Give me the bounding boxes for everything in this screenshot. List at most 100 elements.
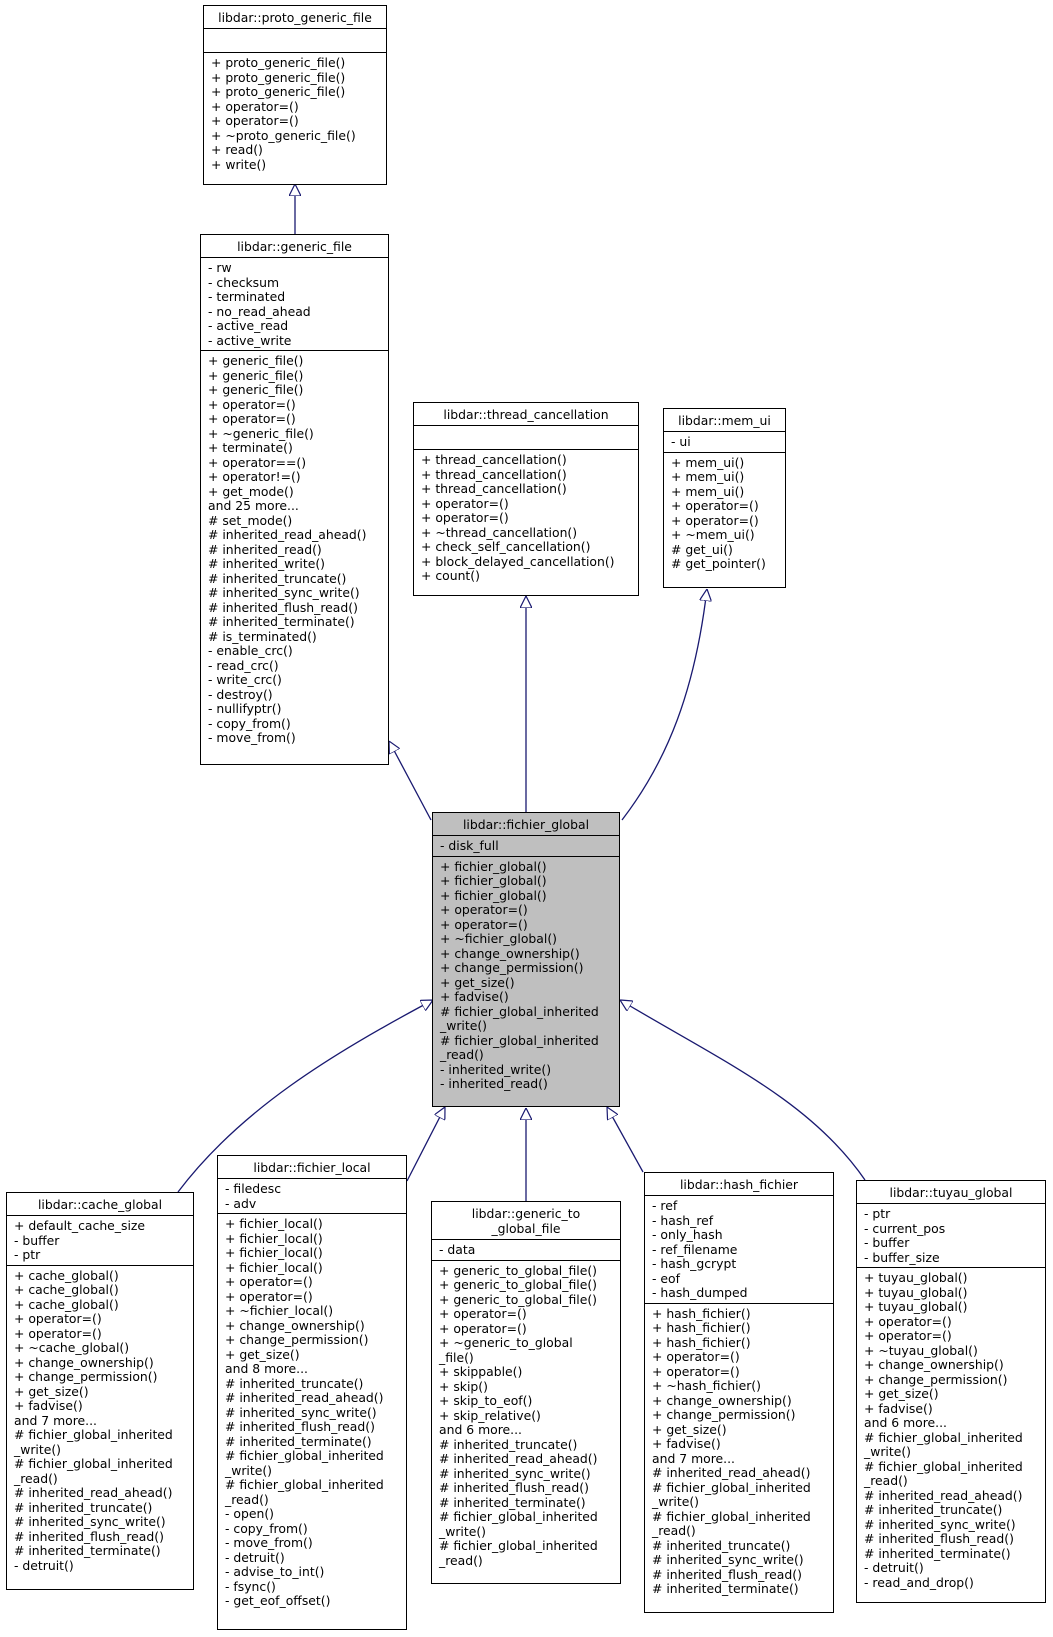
class-attribute: - rw [208, 260, 232, 275]
class-operation: _write() [652, 1494, 700, 1509]
class-operation: + fadvise() [652, 1436, 721, 1451]
class-attrs-section: - data [432, 1239, 620, 1260]
class-ops-section: + generic_to_global_file()+ generic_to_g… [432, 1259, 620, 1571]
edge-tuyau-global-to-fichier-global [620, 1000, 866, 1181]
class-operation: _write() [864, 1444, 912, 1459]
class-attribute: - filedesc [225, 1181, 282, 1196]
class-operation: # inherited_flush_read() [439, 1480, 589, 1495]
class-attribute: - buffer [14, 1232, 60, 1248]
class-operation: - detruit() [14, 1557, 74, 1573]
class-operation: _write() [440, 1018, 488, 1033]
class-operation: # inherited_truncate() [208, 570, 347, 586]
class-ops-section: + mem_ui()+ mem_ui()+ mem_ui()+ operator… [664, 451, 785, 574]
class-operation: - advise_to_int() [225, 1564, 325, 1579]
class-operation: - copy_from() [208, 715, 291, 731]
class-operation: + ~generic_file() [208, 425, 314, 441]
class-generic-to-global-file: libdar::generic_to_global_file- data+ ge… [431, 1201, 621, 1584]
class-operation: + tuyau_global() [864, 1284, 968, 1300]
class-operation: + ~thread_cancellation() [421, 524, 578, 540]
class-operation: + change_ownership() [440, 945, 580, 961]
class-name: libdar::proto_generic_file [218, 10, 372, 25]
class-operation: + operator=() [225, 1288, 313, 1304]
class-ops-section: + thread_cancellation()+ thread_cancella… [414, 449, 638, 586]
class-attribute: - ref_filename [652, 1241, 738, 1257]
class-operation: - move_from() [208, 730, 296, 745]
class-operation: + proto_generic_file() [211, 69, 346, 85]
class-operation: + operator=() [225, 1274, 313, 1289]
class-attribute: - active_write [208, 332, 292, 348]
class-attribute: - hash_gcrypt [652, 1256, 737, 1271]
class-operation: + operator=() [439, 1306, 527, 1321]
class-operation: # fichier_global_inherited [440, 1032, 599, 1048]
class-operation: - detruit() [225, 1549, 285, 1565]
class-operation: + generic_file() [208, 367, 304, 383]
class-title-section: libdar::mem_ui [664, 409, 785, 431]
class-operation: + operator=() [14, 1325, 102, 1341]
class-operation: - destroy() [208, 686, 273, 702]
class-operation: # inherited_flush_read() [225, 1419, 375, 1434]
class-operation: # fichier_global_inherited [439, 1509, 598, 1524]
class-attrs-section: + default_cache_size- buffer- ptr [7, 1215, 193, 1265]
class-operation: + mem_ui() [671, 469, 745, 484]
class-operation: # inherited_read_ahead() [225, 1390, 384, 1405]
class-attribute: - checksum [208, 274, 280, 290]
class-operation: + cache_global() [14, 1282, 119, 1297]
class-operation: # inherited_terminate() [208, 614, 355, 629]
class-attribute: - ptr [14, 1247, 41, 1262]
class-operation: + ~tuyau_global() [864, 1342, 978, 1358]
class-operation: + operator=() [440, 902, 528, 917]
class-operation: + fichier_local() [225, 1230, 323, 1246]
class-attribute: - ref [652, 1198, 678, 1213]
class-operation: # inherited_terminate() [439, 1494, 586, 1510]
class-operation: and 7 more... [14, 1412, 97, 1428]
class-operation: + skippable() [439, 1364, 523, 1379]
class-operation: + operator=() [864, 1313, 952, 1329]
class-operation: # inherited_read() [208, 541, 322, 557]
class-operation: # inherited_read_ahead() [208, 527, 367, 542]
class-operation: # inherited_read_ahead() [439, 1451, 598, 1466]
class-operation: _read() [864, 1473, 908, 1488]
class-operation: + generic_to_global_file() [439, 1277, 597, 1292]
class-attribute: + default_cache_size [14, 1218, 146, 1233]
class-operation: + thread_cancellation() [421, 452, 567, 467]
class-name: libdar::tuyau_global [889, 1185, 1013, 1200]
class-operation: # inherited_terminate() [864, 1545, 1011, 1561]
class-operation: + fichier_global() [440, 858, 547, 874]
class-name: libdar::hash_fichier [679, 1177, 798, 1192]
class-operation: + get_size() [225, 1346, 300, 1362]
class-ops-section: + fichier_global()+ fichier_global()+ fi… [433, 855, 619, 1094]
class-operation: + hash_fichier() [652, 1305, 751, 1321]
class-name: libdar::fichier_local [253, 1160, 371, 1175]
class-thread-cancellation: libdar::thread_cancellation+ thread_canc… [413, 402, 639, 596]
class-attribute: - disk_full [440, 838, 499, 853]
class-operation: - get_eof_offset() [225, 1593, 331, 1608]
class-operation: + mem_ui() [671, 483, 745, 499]
class-operation: - copy_from() [225, 1520, 308, 1536]
class-operation: + operator=() [208, 411, 296, 426]
class-operation: + operator=() [208, 396, 296, 412]
class-operation: + change_ownership() [225, 1317, 365, 1333]
class-operation: + skip_to_eof() [439, 1393, 533, 1408]
class-operation: + ~fichier_local() [225, 1303, 334, 1318]
class-operation: # inherited_sync_write() [439, 1465, 591, 1481]
class-operation: + hash_fichier() [652, 1320, 751, 1335]
class-operation: - fsync() [225, 1578, 276, 1594]
class-fichier-local: libdar::fichier_local- filedesc- adv+ fi… [217, 1155, 407, 1630]
class-operation: + read() [211, 142, 263, 157]
class-operation: + operator=() [671, 512, 759, 528]
class-operation: # is_terminated() [208, 628, 317, 644]
class-operation: + operator!=() [208, 469, 301, 484]
edge-fichier-local-to-fichier-global [406, 1107, 445, 1182]
class-operation: + operator=() [864, 1328, 952, 1343]
class-operation: + change_ownership() [864, 1357, 1004, 1372]
class-operation: # inherited_truncate() [864, 1502, 1003, 1517]
class-attribute: - current_pos [864, 1220, 946, 1236]
class-operation: + get_size() [14, 1383, 89, 1399]
class-operation: + fichier_local() [225, 1216, 323, 1231]
class-operation: _read() [652, 1523, 696, 1538]
class-attribute: - adv [225, 1195, 257, 1211]
class-ops-section: + tuyau_global()+ tuyau_global()+ tuyau_… [857, 1267, 1045, 1592]
class-name: libdar::generic_to [471, 1206, 581, 1221]
class-operation: # inherited_terminate() [14, 1543, 161, 1558]
